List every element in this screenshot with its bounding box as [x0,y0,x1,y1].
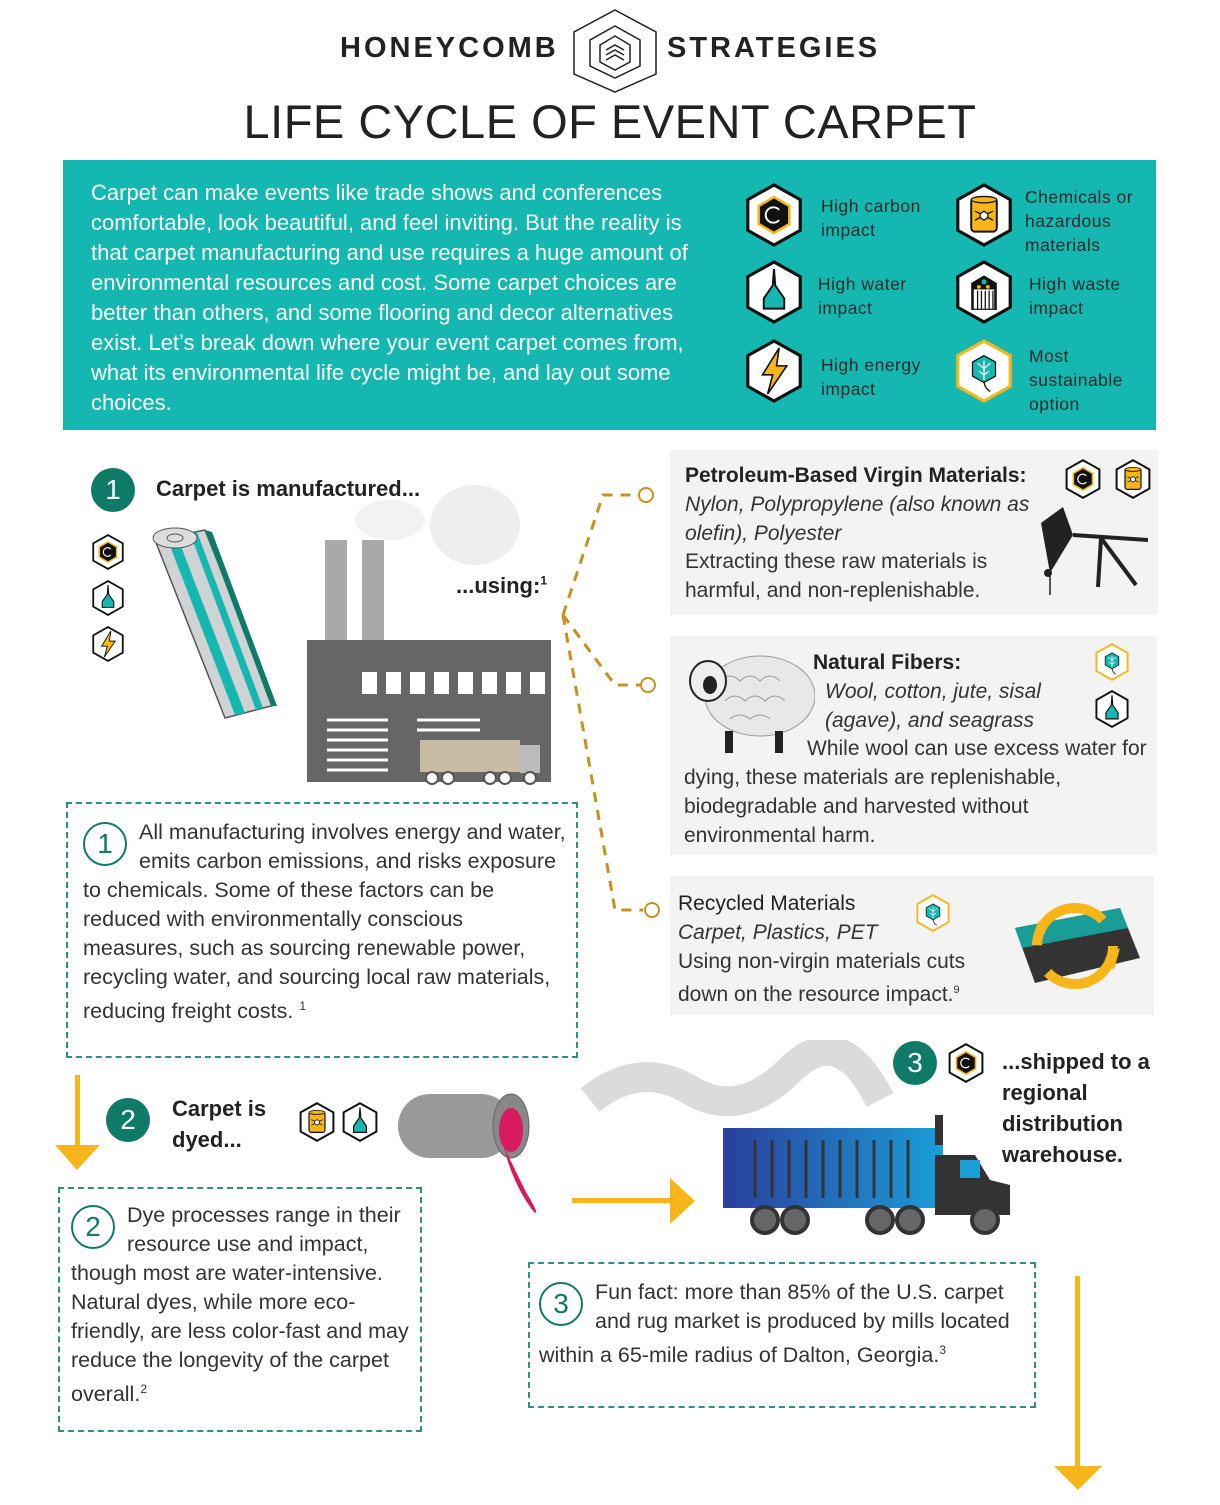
footnote-ref: 1 [299,999,307,1013]
energy-icon [742,339,806,408]
recycled-description-text: Using non-virgin materials cuts down on … [678,950,966,1006]
energy-icon [90,626,126,667]
note-3-body: Fun fact: more than 85% of the U.S. carp… [539,1280,1010,1368]
note-3-badge: 3 [539,1282,583,1326]
dashed-connector-lines [561,487,660,918]
natural-fibers-examples: Wool, cotton, jute, sisal (agave), and s… [825,680,1041,732]
arrow-down-icon [55,1075,100,1170]
sustainable-icon [952,339,1016,408]
recycle-carpet-icon [1015,903,1140,989]
brand-name-right: STRATEGIES [667,32,881,64]
water-icon [90,580,126,621]
page-title: LIFE CYCLE OF EVENT CARPET [243,95,977,148]
step-1-heading: Carpet is manufactured... [156,476,421,501]
arrow-right-icon [572,1178,695,1224]
footnote-ref: 2 [140,1382,147,1396]
legend-label-water: High water impact [818,274,907,318]
waste-icon [952,260,1016,329]
petroleum-title: Petroleum-Based Virgin Materials: [685,464,1027,487]
footnote-ref: 3 [939,1343,947,1357]
step-2-badge: 2 [106,1098,150,1142]
carpet-roll-illustration [152,527,277,719]
sheep-illustration [689,655,815,753]
note-1-badge: 1 [83,822,127,866]
chemicals-icon [1113,459,1153,504]
recycled-description: Using non-virgin materials cuts down on … [678,947,1013,1009]
legend-label-waste: High waste impact [1029,274,1121,318]
footnote-ref: 9 [953,984,960,996]
arrow-down-icon [1054,1276,1102,1490]
water-icon [1093,690,1131,733]
legend-label-chemicals: Chemicals or hazardous materials [1025,187,1134,255]
water-icon [340,1102,380,1147]
truck-illustration [580,1040,1010,1235]
legend-label-carbon: High carbon impact [821,196,921,240]
brand-name-left: HONEYCOMB [340,32,559,64]
factory-illustration [307,485,551,785]
oil-pump-icon [1041,507,1149,595]
step-2-heading: Carpet is dyed... [172,1096,267,1152]
sustainable-icon [914,894,952,937]
dye-pipe-illustration [398,1093,537,1213]
sustainable-icon [1093,643,1131,686]
recycled-title: Recycled Materials [678,892,856,915]
intro-text: Carpet can make events like trade shows … [91,180,688,415]
note-2-badge: 2 [71,1205,115,1249]
using-label: ...using:1 [456,573,547,599]
step-3-badge: 3 [893,1041,937,1085]
step-3-heading: ...shipped to a regional distribution wa… [1002,1049,1150,1167]
chemicals-icon [297,1102,337,1147]
natural-fibers-description: While wool can use excess water for dyin… [684,737,1147,847]
carbon-icon [90,534,126,575]
petroleum-description: Extracting these raw materials is harmfu… [685,550,988,602]
recycled-materials-panel: Recycled Materials Carpet, Plastics, PET… [670,876,1154,1015]
water-icon [742,260,806,329]
carbon-icon [1063,459,1103,504]
note-1-body: All manufacturing involves energy and wa… [83,820,566,1024]
natural-fibers-panel: Natural Fibers: Wool, cotton, jute, sisa… [670,636,1157,855]
carbon-icon [742,183,806,252]
petroleum-examples: Nylon, Polypropylene (also known as olef… [685,493,1030,545]
footnote-ref: 1 [540,573,548,588]
note-2-body: Dye processes range in their resource us… [71,1203,409,1407]
recycled-examples: Carpet, Plastics, PET [678,921,878,944]
legend-label-sustainable: Most sustainable option [1029,346,1124,414]
step-1-badge: 1 [91,468,135,512]
chemicals-icon [952,183,1016,252]
carbon-icon [946,1043,986,1088]
using-text: ...using: [456,573,541,598]
natural-fibers-title: Natural Fibers: [813,651,962,674]
honeycomb-logo-icon [573,9,657,93]
legend-label-energy: High energy impact [821,355,921,399]
